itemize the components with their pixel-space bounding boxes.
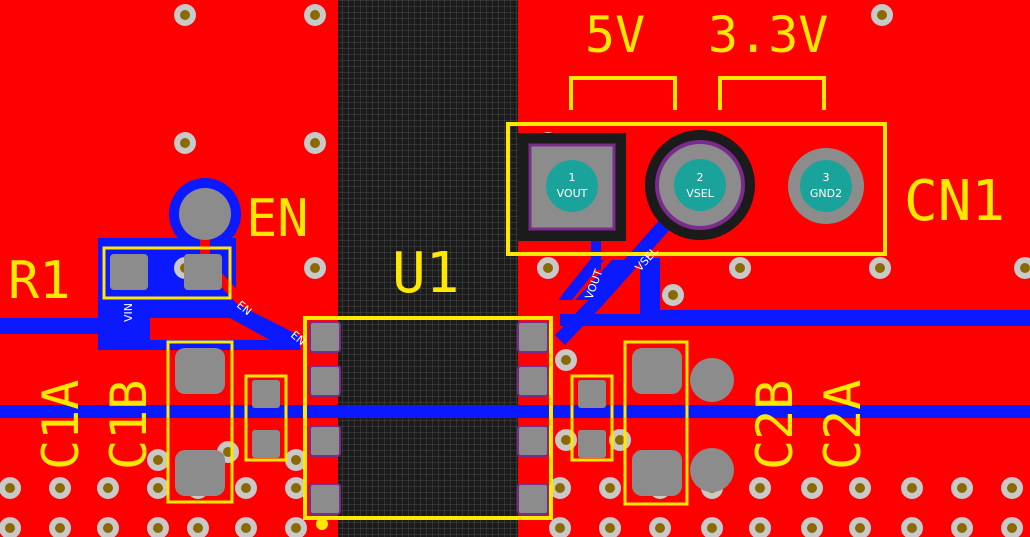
cn1-pin3-name: GND2 [810, 187, 842, 200]
via-hole [735, 263, 745, 273]
keepout-region [338, 0, 518, 537]
cn1-pin2-number: 2 [697, 171, 704, 184]
via-hole [957, 483, 967, 493]
via-hole [180, 10, 190, 20]
silk-label-c1a: C1A [32, 380, 90, 470]
via-hole [807, 523, 817, 533]
silk-label-5v: 5V [585, 6, 645, 64]
r1-pad-1 [110, 254, 148, 290]
via-hole [543, 263, 553, 273]
capacitor-c1a [166, 340, 234, 504]
silk-label-cn1: CN1 [904, 169, 1005, 234]
via-hole [291, 455, 301, 465]
via-hole [291, 523, 301, 533]
via-hole [655, 523, 665, 533]
silk-label-c2a: C2A [814, 380, 872, 470]
via-hole [241, 483, 251, 493]
via-hole [291, 483, 301, 493]
via-hole [153, 483, 163, 493]
via-hole [668, 290, 678, 300]
silk-label-u1: U1 [392, 241, 459, 306]
via-hole [707, 523, 717, 533]
via-hole [153, 523, 163, 533]
silk-label-r1: R1 [8, 251, 71, 311]
via-hole [807, 483, 817, 493]
via-hole [1007, 483, 1017, 493]
via-hole [310, 138, 320, 148]
via-hole [615, 435, 625, 445]
via-hole [907, 523, 917, 533]
via-hole [561, 355, 571, 365]
capacitor-c1b [244, 374, 288, 462]
via-hole [103, 483, 113, 493]
silk-label-c2b: C2B [746, 380, 804, 470]
via-hole [1020, 263, 1030, 273]
via-hole [103, 523, 113, 533]
via-hole [55, 523, 65, 533]
via-hole [55, 483, 65, 493]
via-hole [5, 483, 15, 493]
via-hole [241, 523, 251, 533]
connector-cn1 [506, 76, 887, 256]
via-hole [755, 483, 765, 493]
top-copper-traces [200, 240, 303, 335]
via-hole [907, 483, 917, 493]
via-hole [5, 523, 15, 533]
via-hole [855, 483, 865, 493]
pin1-marker [316, 518, 328, 530]
cn1-pin1-number: 1 [569, 171, 576, 184]
via-hole [561, 435, 571, 445]
silk-label-en: EN [246, 189, 309, 249]
via-hole [180, 138, 190, 148]
en-testpoint-pad [179, 188, 231, 240]
via-hole [755, 523, 765, 533]
via-hole [310, 263, 320, 273]
r1-pad-2 [184, 254, 222, 290]
via-hole [193, 523, 203, 533]
via-hole [957, 523, 967, 533]
capacitor-c2a [623, 340, 734, 506]
silk-label-3v3: 3.3V [708, 6, 828, 64]
via-hole [877, 10, 887, 20]
via-hole [605, 483, 615, 493]
via-hole [1007, 523, 1017, 533]
silk-label-c1b: C1B [100, 380, 158, 470]
cn1-pin3-number: 3 [823, 171, 830, 184]
via-hole [605, 523, 615, 533]
via-hole [855, 523, 865, 533]
net-label-vin: VIN [122, 303, 135, 322]
resistor-r1 [102, 246, 232, 300]
vias [0, 4, 1030, 537]
ic-u1 [303, 316, 553, 530]
cn1-pin1-name: VOUT [557, 187, 588, 200]
via-hole [310, 10, 320, 20]
via-hole [555, 483, 565, 493]
via-hole [875, 263, 885, 273]
via-hole [153, 455, 163, 465]
cn1-pin2-name: VSEL [686, 187, 714, 200]
via-hole [555, 523, 565, 533]
capacitor-c2b [570, 374, 614, 462]
